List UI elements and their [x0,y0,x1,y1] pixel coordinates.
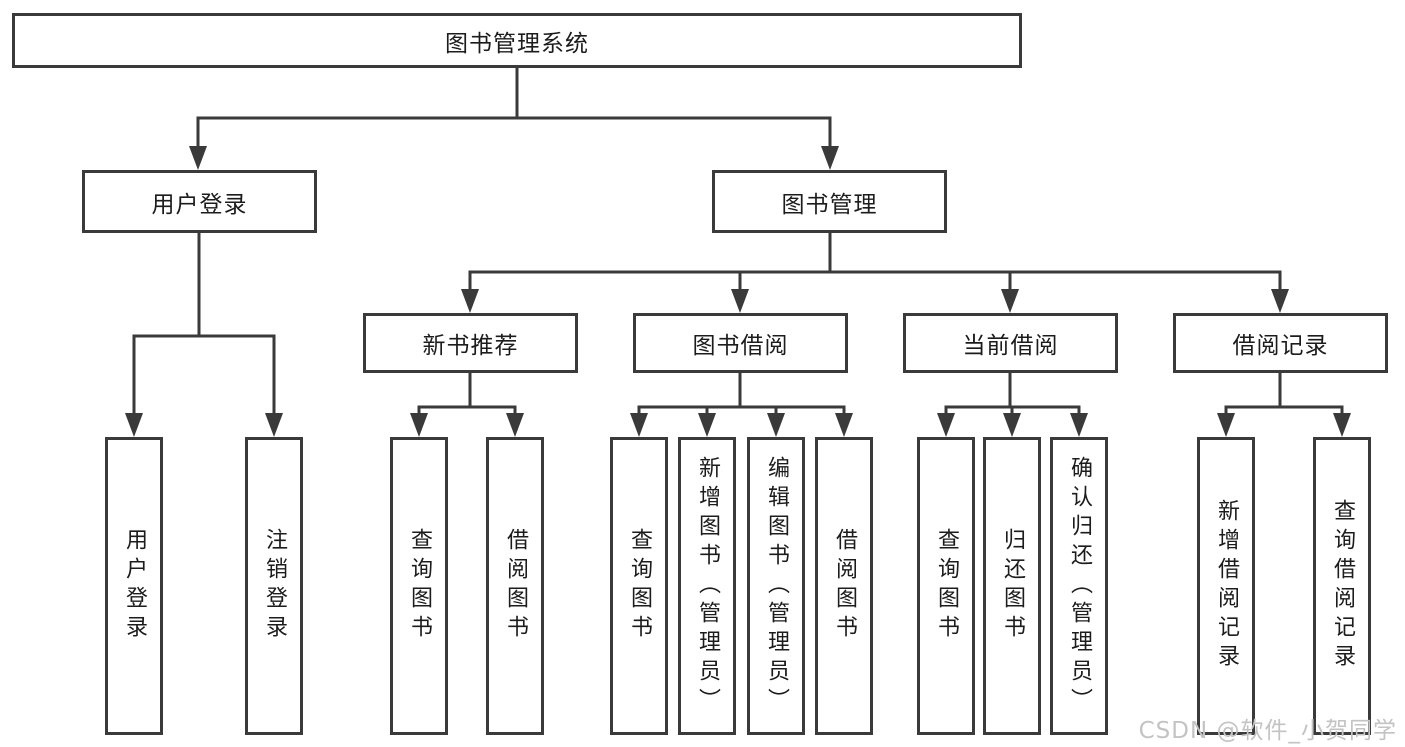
node-user-login: 用户登录 [82,170,317,233]
leaf-query-book-borrow: 查询图书 [610,437,668,735]
node-book-management: 图书管理 [712,170,947,233]
arrowheads [125,146,1351,437]
leaf-borrow-book: 借阅图书 [815,437,873,735]
leaf-borrow-book-recommend: 借阅图书 [486,437,544,735]
leaf-add-book-admin: 新增图书（管理员） [678,437,736,735]
leaf-edit-book-admin: 编辑图书（管理员） [747,437,805,735]
leaf-query-book-recommend: 查询图书 [390,437,448,735]
leaf-return-book: 归还图书 [983,437,1041,735]
node-borrow-record: 借阅记录 [1173,313,1388,373]
leaf-user-login: 用户登录 [105,437,163,735]
leaf-logout: 注销登录 [245,437,303,735]
leaf-confirm-return-admin: 确认归还（管理员） [1050,437,1108,735]
leaf-query-borrow-record: 查询借阅记录 [1313,437,1371,735]
node-book-borrow: 图书借阅 [633,313,848,373]
leaf-add-borrow-record: 新增借阅记录 [1197,437,1255,735]
node-root-system: 图书管理系统 [12,13,1022,68]
node-current-borrow: 当前借阅 [903,313,1118,373]
csdn-watermark: CSDN @软件_小贺同学 [1138,718,1397,744]
node-new-book-recommend: 新书推荐 [363,313,578,373]
leaf-query-book-current: 查询图书 [917,437,975,735]
